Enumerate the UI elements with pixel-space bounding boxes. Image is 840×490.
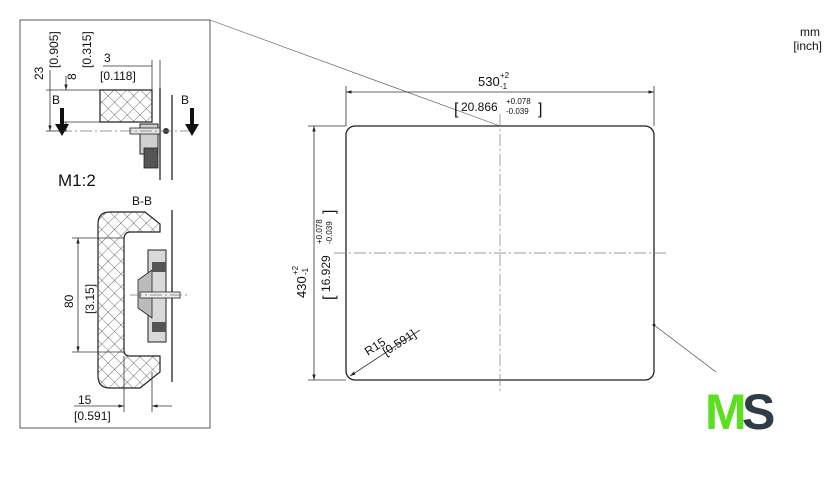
width-nominal: 530: [478, 74, 500, 89]
height-tol-lower: -1: [301, 267, 310, 275]
logo-leader: [653, 324, 717, 373]
ms-logo: M S: [705, 384, 775, 440]
dim-80-inch: [3.15]: [83, 284, 97, 314]
section-marker-left: B: [52, 93, 60, 107]
width-bracket-close: ]: [538, 101, 542, 118]
top-fastener-nut: [143, 147, 159, 169]
detail-panel: 23 [0.905] 8 [0.315] 3 [0.118] B B M1:2 …: [19, 19, 501, 429]
height-nominal: 430: [294, 276, 309, 298]
logo-letter-s: S: [742, 384, 775, 440]
logo-letter-m: M: [705, 384, 747, 440]
height-inch-tol-upper: +0.078: [315, 219, 324, 244]
section-arrow-right: [185, 108, 199, 136]
units-mm: mm: [800, 25, 820, 39]
logo-leader-dot: [652, 323, 656, 327]
section-clip-top: [152, 262, 166, 272]
dim-3-inch: [0.118]: [100, 69, 136, 83]
dim-8-inch: [0.315]: [80, 31, 94, 68]
section-marker-right: B: [181, 93, 189, 107]
detail-leader-line: [209, 19, 501, 127]
width-inch-tol-upper: +0.078: [506, 97, 531, 106]
radius-leader: [349, 329, 421, 377]
section-title: B-B: [132, 194, 152, 208]
section-clip-bottom: [152, 322, 166, 332]
units-label: mm [inch]: [793, 25, 822, 53]
dim-23-inch: [0.905]: [47, 31, 61, 68]
height-inch: 16.929: [319, 255, 333, 292]
radius-inch: [0.591]: [380, 327, 418, 359]
width-inch: 20.866: [461, 100, 498, 114]
height-bracket-open: [: [321, 295, 338, 300]
section-bb-detail: B-B 80 [3.15] 15 [0.591]: [62, 194, 190, 423]
width-bracket-open: [: [454, 101, 459, 118]
scale-label: M1:2: [58, 171, 96, 190]
dim-15-value: 15: [78, 393, 92, 407]
top-detail: 23 [0.905] 8 [0.315] 3 [0.118] B B: [32, 31, 199, 180]
section-gasket-profile: [97, 211, 161, 389]
height-inch-tol-lower: -0.039: [325, 221, 334, 244]
dim-80-value: 80: [62, 294, 76, 308]
units-inch: [inch]: [793, 39, 822, 53]
front-view: 530 +2 -1 [ 20.866 +0.078 -0.039 ] 430 +…: [291, 71, 717, 392]
dim-15-inch: [0.591]: [74, 409, 111, 423]
top-gasket-section: [99, 89, 153, 123]
section-arrow-left: [55, 108, 69, 136]
dim-3-value: 3: [104, 51, 111, 65]
width-tol-lower: -1: [500, 82, 508, 91]
height-tol-upper: +2: [291, 265, 300, 275]
width-inch-tol-lower: -0.039: [506, 107, 529, 116]
height-bracket-close: ]: [321, 210, 338, 214]
dim-8-value: 8: [65, 73, 79, 80]
dim-23-value: 23: [32, 66, 46, 80]
detail-frame: [19, 19, 211, 429]
width-tol-upper: +2: [500, 71, 510, 80]
